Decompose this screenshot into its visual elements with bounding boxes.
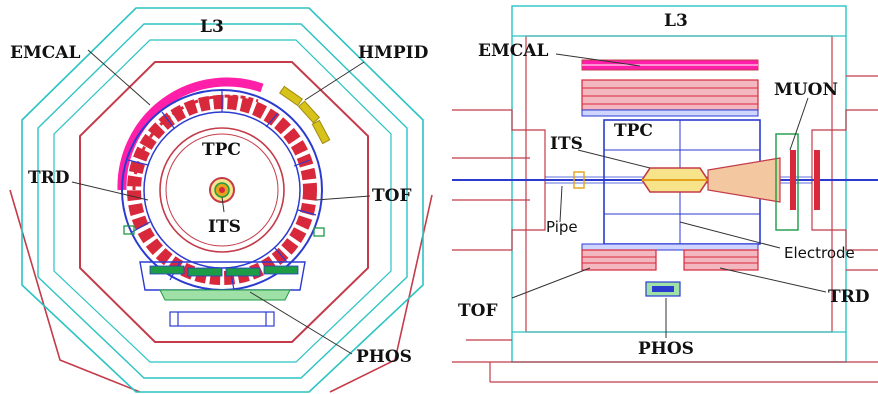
right-l3-label: L3 [664, 11, 688, 31]
phos-modules [139, 261, 306, 301]
left-l3-label: L3 [200, 17, 224, 37]
support-rails [169, 311, 275, 327]
right-trd-label: TRD [828, 287, 870, 307]
muon-absorber [707, 157, 781, 203]
hmpid-modules [278, 85, 331, 145]
right-emcal-label: EMCAL [478, 41, 548, 61]
trd-bottom-hatch [582, 256, 758, 264]
pipe-flange [573, 171, 585, 189]
muon-box-2 [790, 150, 796, 210]
left-side-box [123, 225, 135, 235]
left-hmpid-label: HMPID [358, 43, 429, 63]
left-tpc-label: TPC [202, 140, 241, 160]
tof-bottom-bar [581, 243, 759, 251]
its-core [219, 187, 225, 193]
left-end-view: L3 EMCAL HMPID TPC TRD TOF ITS PHOS [9, 7, 433, 393]
tpc-inner-ring [165, 133, 279, 247]
tof-top-bar [581, 109, 759, 117]
right-end-cap [811, 75, 878, 271]
outer-support-frame [9, 189, 141, 393]
left-leader-lines [71, 49, 371, 355]
base-structure [452, 339, 878, 383]
right-tof-label: TOF [458, 301, 498, 321]
right-electrode-label: Electrode [784, 244, 855, 262]
right-side-view: L3 EMCAL MUON TPC ITS Pipe Electrode TOF… [452, 5, 878, 383]
l3-octagon-inner [37, 23, 408, 379]
left-phos-label: PHOS [356, 347, 412, 367]
left-its-label: ITS [208, 217, 241, 237]
right-its-label: ITS [550, 134, 583, 154]
right-pipe-label: Pipe [546, 218, 578, 236]
muon-box-1 [775, 133, 799, 231]
left-tof-label: TOF [372, 186, 412, 206]
left-emcal-label: EMCAL [10, 43, 80, 63]
l3-octagon-outer [21, 7, 424, 393]
trd-top-hatch [582, 87, 758, 105]
trd-top-block [581, 79, 759, 111]
right-phos-label: PHOS [638, 339, 694, 359]
right-side-box [313, 227, 325, 237]
right-leader-lines [511, 53, 827, 338]
right-tpc-label: TPC [614, 121, 653, 141]
right-muon-label: MUON [774, 80, 838, 100]
l3-octagon-3 [53, 39, 392, 363]
phos-core [652, 286, 674, 292]
muon-box-3 [814, 150, 820, 210]
outer-support-frame-right [329, 194, 433, 393]
trd-bottom-left [581, 249, 657, 271]
left-trd-label: TRD [28, 168, 70, 188]
trd-bottom-right [683, 249, 759, 271]
tpc-ring [159, 127, 285, 253]
yoke-octagon [79, 61, 369, 343]
